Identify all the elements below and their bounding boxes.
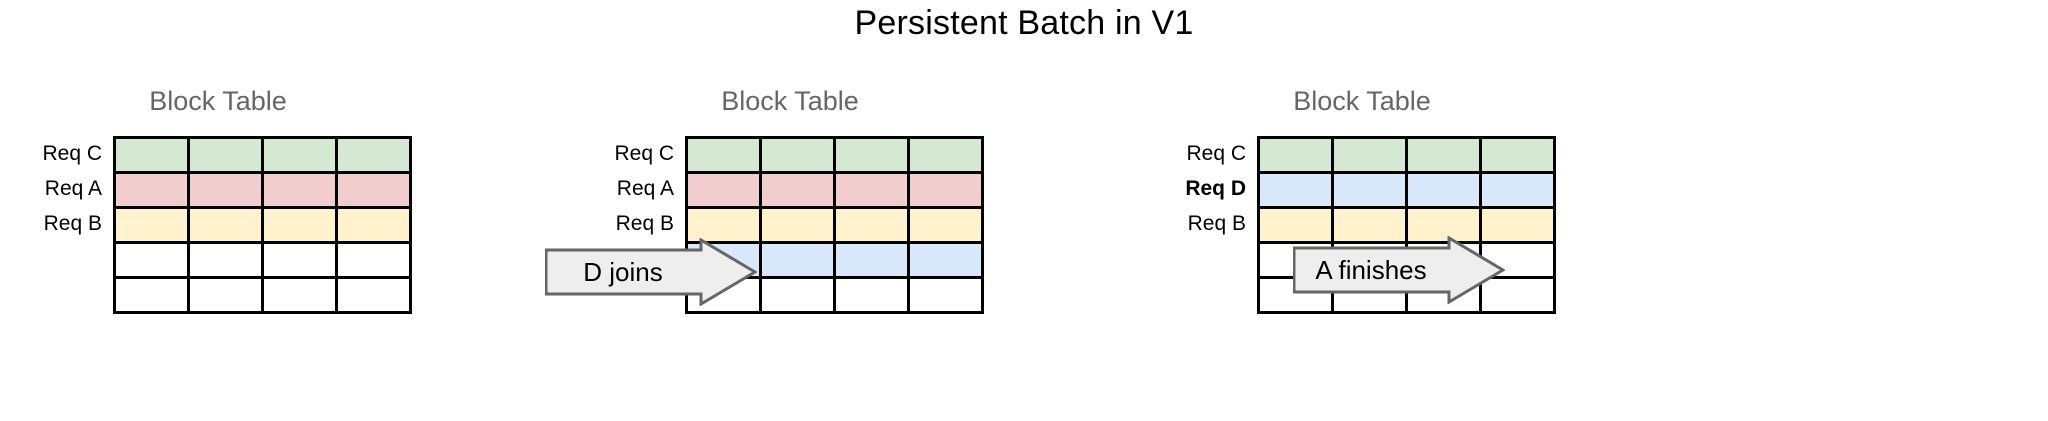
block-cell [264, 174, 338, 209]
block-cell [1482, 209, 1556, 244]
arrow-label: A finishes [1315, 255, 1427, 285]
transition-a-finishes: A finishes [1293, 236, 1505, 304]
block-cell [688, 174, 762, 209]
table-row [116, 139, 412, 174]
table-row [116, 174, 412, 209]
table-row [116, 244, 412, 279]
block-cell [1482, 279, 1556, 314]
block-cell [836, 279, 910, 314]
block-table-title: Block Table [149, 86, 287, 116]
row-label-req-c: Req C [614, 142, 674, 165]
row-label-column: Req C Req D Req B [1157, 136, 1257, 311]
block-cell [762, 209, 836, 244]
block-cell [1482, 174, 1556, 209]
block-cell [910, 279, 984, 314]
block-cell [688, 139, 762, 174]
block-table-grid [113, 136, 412, 314]
arrow-shape [1293, 236, 1505, 304]
block-table-title: Block Table [1293, 86, 1431, 116]
table-row [116, 279, 412, 314]
block-table-title: Block Table [721, 86, 859, 116]
row-label-empty [1157, 276, 1246, 311]
block-cell [836, 139, 910, 174]
transition-d-joins: D joins [545, 238, 757, 306]
table-row [688, 139, 984, 174]
block-cell [1334, 139, 1408, 174]
block-cell [910, 174, 984, 209]
row-label-column: Req C Req A Req B [13, 136, 113, 311]
block-cell [264, 139, 338, 174]
arrow-label: D joins [583, 257, 663, 287]
block-cell [762, 174, 836, 209]
block-cell [190, 279, 264, 314]
block-cell [190, 244, 264, 279]
table-row [1260, 174, 1556, 209]
arrow-shape [545, 238, 757, 306]
table-row [1260, 209, 1556, 244]
table-row [1260, 139, 1556, 174]
block-cell [836, 209, 910, 244]
block-cell [338, 139, 412, 174]
row-label-empty [13, 276, 102, 311]
block-cell [338, 209, 412, 244]
block-cell [836, 244, 910, 279]
block-cell [264, 244, 338, 279]
table-row [116, 209, 412, 244]
block-cell [190, 174, 264, 209]
row-label-req-a: Req A [44, 177, 102, 200]
block-cell [116, 244, 190, 279]
block-table-body: Req C Req A Req B [13, 136, 412, 314]
block-cell [910, 139, 984, 174]
block-cell [1260, 174, 1334, 209]
block-cell [1408, 209, 1482, 244]
block-cell [1408, 174, 1482, 209]
row-label-req-b: Req B [615, 212, 674, 235]
block-cell [762, 244, 836, 279]
block-cell [1260, 209, 1334, 244]
row-label-empty [13, 241, 102, 276]
block-cell [264, 209, 338, 244]
block-cell [190, 209, 264, 244]
block-cell [910, 209, 984, 244]
table-row [688, 174, 984, 209]
block-cell [1482, 139, 1556, 174]
block-cell [116, 139, 190, 174]
block-cell [910, 244, 984, 279]
block-cell [762, 279, 836, 314]
block-cell [116, 279, 190, 314]
row-label-req-c: Req C [42, 142, 102, 165]
block-cell [762, 139, 836, 174]
block-cell [1334, 209, 1408, 244]
block-cell [1408, 139, 1482, 174]
block-cell [1334, 174, 1408, 209]
page-title: Persistent Batch in V1 [854, 4, 1194, 42]
block-cell [338, 279, 412, 314]
row-label-req-b: Req B [43, 212, 102, 235]
row-label-req-b: Req B [1187, 212, 1246, 235]
row-label-req-c: Req C [1186, 142, 1246, 165]
block-cell [1260, 139, 1334, 174]
block-cell [190, 139, 264, 174]
row-label-req-a: Req A [616, 177, 674, 200]
row-label-empty [1157, 241, 1246, 276]
row-label-req-d: Req D [1185, 177, 1246, 200]
block-cell [116, 209, 190, 244]
block-cell [116, 174, 190, 209]
block-cell [338, 244, 412, 279]
block-cell [264, 279, 338, 314]
block-cell [338, 174, 412, 209]
block-cell [836, 174, 910, 209]
